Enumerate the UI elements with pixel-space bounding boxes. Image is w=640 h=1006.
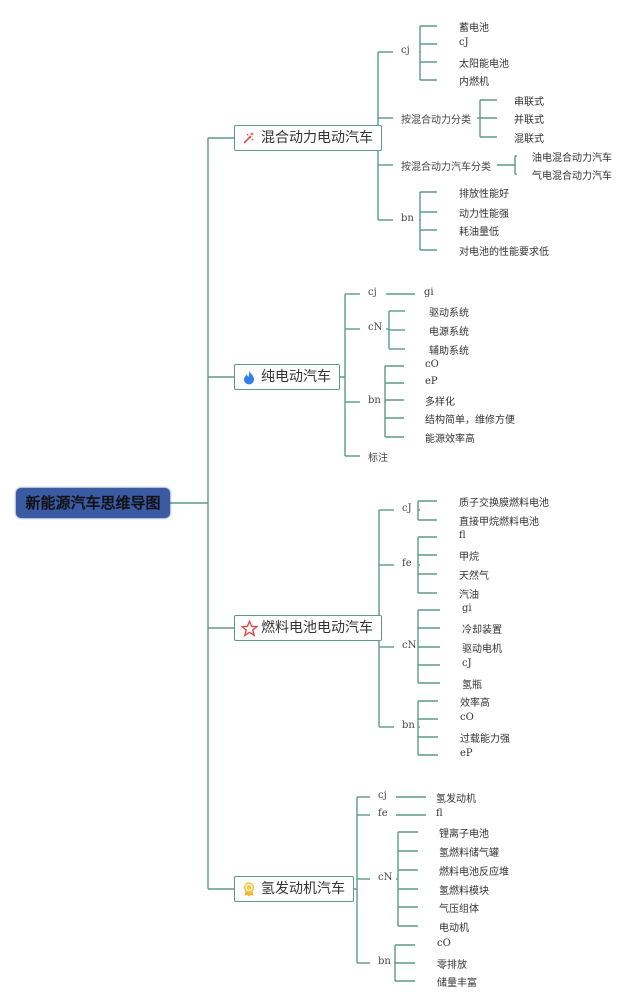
leaf-node[interactable]: 质子交换膜燃料电池 [459,498,549,509]
topic-node[interactable]: 标注 [368,453,388,464]
leaf-node[interactable]: 内燃机 [459,77,489,88]
leaf-node[interactable]: 多样化 [425,397,455,408]
leaf-node[interactable]: 直接甲烷燃料电池 [459,517,539,528]
leaf-node[interactable]: 零排放 [437,960,467,971]
topic-node[interactable]: bn [378,956,391,967]
topic-node[interactable]: cN [402,640,417,651]
leaf-node[interactable]: 甲烷 [459,552,479,563]
leaf-node[interactable]: 天然气 [459,571,489,582]
tools-icon [241,130,257,146]
leaf-node[interactable]: eP [425,376,438,387]
leaf-node[interactable]: 电动机 [439,923,469,934]
leaf-node[interactable]: fl [459,530,466,541]
topic-node[interactable]: cj [378,790,387,801]
topic-node[interactable]: cj [368,287,377,298]
leaf-node[interactable]: 辅助系统 [429,346,469,357]
branch-label: 燃料电池电动汽车 [261,620,373,636]
branch-node[interactable]: 混合动力电动汽车 [234,125,382,151]
root-node[interactable]: 新能源汽车思维导图 [16,488,170,518]
leaf-node[interactable]: 对电池的性能要求低 [459,247,549,258]
flame-icon [241,369,257,385]
topic-node[interactable]: bn [368,395,381,406]
leaf-node[interactable]: 冷却装置 [462,625,502,636]
topic-node[interactable]: bn [401,213,414,224]
leaf-node[interactable]: gi [424,287,434,298]
leaf-node[interactable]: 驱动系统 [429,308,469,319]
branch-node[interactable]: 氢发动机汽车 [234,876,354,902]
topic-node[interactable]: 按混合动力汽车分类 [401,162,491,173]
branch-node[interactable]: 燃料电池电动汽车 [234,615,382,641]
leaf-node[interactable]: cO [425,359,439,370]
leaf-node[interactable]: 气压组体 [439,904,479,915]
topic-node[interactable]: cj [401,45,410,56]
leaf-node[interactable]: cJ [462,658,472,669]
leaf-node[interactable]: 耗油量低 [459,227,499,238]
leaf-node[interactable]: fl [436,808,443,819]
leaf-node[interactable]: 氢发动机 [436,794,476,805]
leaf-node[interactable]: 能源效率高 [425,434,475,445]
topic-node[interactable]: cJ [402,503,412,514]
leaf-node[interactable]: 动力性能强 [459,209,509,220]
leaf-node[interactable]: cJ [459,37,469,48]
leaf-node[interactable]: 锂离子电池 [439,829,489,840]
leaf-node[interactable]: cO [460,712,474,723]
star-icon [240,619,259,637]
topic-node[interactable]: cN [368,322,383,333]
leaf-node[interactable]: 氢燃料模块 [439,886,489,897]
leaf-node[interactable]: 蓄电池 [459,23,489,34]
leaf-node[interactable]: 太阳能电池 [459,59,509,70]
leaf-node[interactable]: gi [462,603,472,614]
leaf-node[interactable]: 储量丰富 [437,978,477,989]
leaf-node[interactable]: 效率高 [460,698,490,709]
leaf-node[interactable]: eP [460,748,473,759]
branch-label: 氢发动机汽车 [261,881,345,897]
branch-label: 混合动力电动汽车 [261,130,373,146]
leaf-node[interactable]: 氢燃料储气罐 [439,848,499,859]
leaf-node[interactable]: cO [437,938,451,949]
leaf-node[interactable]: 气电混合动力汽车 [532,171,612,182]
branch-label: 纯电动汽车 [261,369,331,385]
leaf-node[interactable]: 并联式 [514,115,544,126]
leaf-node[interactable]: 驱动电机 [462,644,502,655]
medal-icon [241,881,257,897]
leaf-node[interactable]: 混联式 [514,134,544,145]
leaf-node[interactable]: 串联式 [514,97,544,108]
leaf-node[interactable]: 电源系统 [429,327,469,338]
leaf-node[interactable]: 汽油 [459,590,479,601]
branch-node[interactable]: 纯电动汽车 [234,364,340,390]
leaf-node[interactable]: 过载能力强 [460,734,510,745]
topic-node[interactable]: fe [378,808,388,819]
topic-node[interactable]: cN [378,872,393,883]
leaf-node[interactable]: 结构简单，维修方便 [425,415,515,426]
topic-node[interactable]: fe [402,558,412,569]
leaf-node[interactable]: 油电混合动力汽车 [532,153,612,164]
leaf-node[interactable]: 排放性能好 [459,189,509,200]
leaf-node[interactable]: 氢瓶 [462,680,482,691]
topic-node[interactable]: bn [402,720,415,731]
leaf-node[interactable]: 燃料电池反应堆 [439,867,509,878]
topic-node[interactable]: 按混合动力分类 [401,115,471,126]
